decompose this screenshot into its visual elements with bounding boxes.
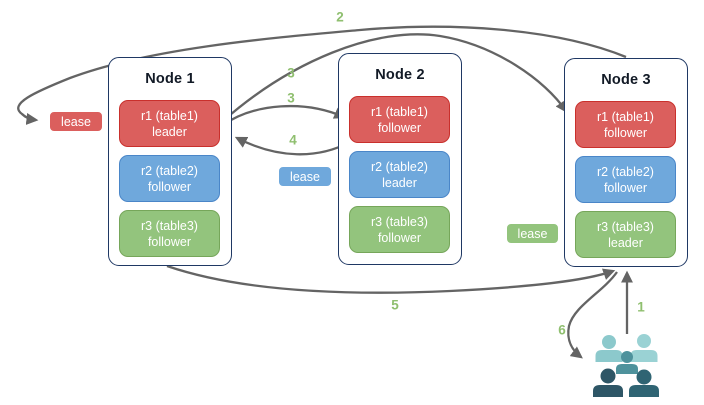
lease-badge-green: lease	[506, 223, 559, 244]
user-front-right	[629, 369, 659, 397]
arrow-3-node1-to-node2	[222, 104, 347, 126]
node-1-range-r3: r3 (table3) follower	[119, 210, 220, 257]
arrow-5-node1-to-node3	[166, 264, 616, 294]
range-role: leader	[382, 175, 417, 190]
users-group-icon	[593, 334, 659, 397]
node-2-range-r3: r3 (table3) follower	[349, 206, 450, 253]
arrow-3-node1-to-node3	[222, 33, 568, 122]
user-back-left	[595, 335, 623, 362]
node-2: Node 2 r1 (table1) follower r2 (table2) …	[338, 53, 462, 265]
node-3: Node 3 r1 (table1) follower r2 (table2) …	[564, 58, 688, 267]
range-name: r3 (table3)	[597, 219, 654, 234]
node-2-range-r2: r2 (table2) leader	[349, 151, 450, 198]
range-name: r3 (table3)	[371, 214, 428, 229]
range-name: r3 (table3)	[141, 218, 198, 233]
node-3-range-r1: r1 (table1) follower	[575, 101, 676, 148]
range-role: follower	[147, 234, 192, 249]
step-label-1: 1	[637, 299, 645, 315]
step-label-4: 4	[289, 132, 297, 148]
range-role: follower	[147, 179, 192, 194]
range-name: r2 (table2)	[597, 164, 654, 179]
range-role: follower	[377, 120, 422, 135]
node-1-title: Node 1	[145, 71, 195, 87]
step-label-3b: 3	[287, 90, 295, 106]
node-1-range-r1: r1 (table1) leader	[119, 100, 220, 147]
range-role: leader	[608, 235, 643, 250]
node-3-title: Node 3	[601, 72, 651, 88]
arrow-2-node3-to-lease	[17, 25, 627, 125]
arrow-6-node3-to-users	[567, 271, 618, 359]
node-1-range-r2: r2 (table2) follower	[119, 155, 220, 202]
step-label-3a: 3	[287, 65, 295, 81]
range-role: follower	[603, 125, 648, 140]
range-role: follower	[603, 180, 648, 195]
node-2-range-r1: r1 (table1) follower	[349, 96, 450, 143]
range-name: r1 (table1)	[141, 108, 198, 123]
step-label-5: 5	[391, 297, 399, 313]
lease-badge-blue: lease	[278, 166, 332, 187]
range-role: leader	[152, 124, 187, 139]
lease-badge-red: lease	[49, 111, 103, 132]
user-front-left	[593, 368, 623, 397]
node-3-range-r3: r3 (table3) leader	[575, 211, 676, 258]
step-label-6: 6	[558, 322, 566, 338]
user-center	[616, 351, 638, 374]
user-back-right	[630, 334, 658, 362]
node-3-range-r2: r2 (table2) follower	[575, 156, 676, 203]
range-name: r2 (table2)	[141, 163, 198, 178]
range-name: r1 (table1)	[371, 104, 428, 119]
range-name: r2 (table2)	[371, 159, 428, 174]
node-2-title: Node 2	[375, 67, 425, 83]
node-1: Node 1 r1 (table1) leader r2 (table2) fo…	[108, 57, 232, 266]
range-name: r1 (table1)	[597, 109, 654, 124]
range-role: follower	[377, 230, 422, 245]
step-label-2: 2	[336, 9, 344, 25]
